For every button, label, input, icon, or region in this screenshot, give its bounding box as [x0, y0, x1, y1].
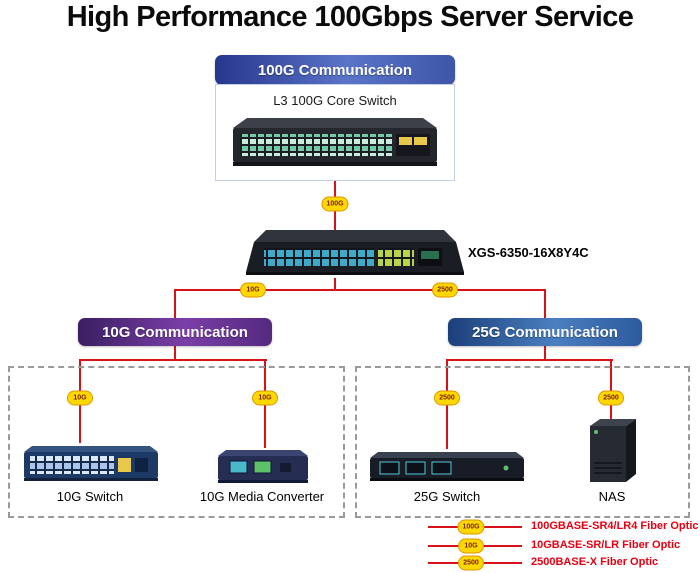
model-label: XGS-6350-16X8Y4C — [468, 245, 589, 260]
banner-25g-communication: 25G Communication — [448, 318, 642, 346]
speed-badge-25g-switch: 2500 — [434, 390, 460, 406]
label-25g-switch: 25G Switch — [413, 489, 481, 504]
25g-switch-image — [370, 452, 524, 481]
nas-image — [590, 419, 636, 482]
legend-label-100g: 100GBASE-SR4/LR4 Fiber Optic — [531, 520, 699, 532]
connection-line-to-25g-banner — [544, 289, 546, 318]
speed-badge-100g: 100G — [321, 196, 349, 212]
core-switch-label: L3 100G Core Switch — [273, 93, 397, 108]
connection-line-10g-horizontal — [79, 359, 267, 361]
connection-line-mid-horizontal — [174, 289, 546, 291]
banner-10g-communication: 10G Communication — [78, 318, 272, 346]
label-nas: NAS — [598, 489, 626, 504]
core-switch-image — [233, 118, 437, 166]
label-10g-media-converter: 10G Media Converter — [199, 489, 325, 504]
legend-badge-10g: 10G — [458, 538, 484, 554]
connection-line-to-nas — [610, 359, 612, 420]
connection-line-to-10g-banner — [174, 289, 176, 318]
legend-label-10g: 10GBASE-SR/LR Fiber Optic — [531, 539, 681, 551]
speed-badge-25g-nas: 2500 — [598, 390, 624, 406]
10g-media-converter-image — [218, 450, 308, 483]
connection-line-mid-stub — [334, 278, 336, 291]
banner-100g-communication: 100G Communication — [215, 55, 455, 85]
page-title: High Performance 100Gbps Server Service — [66, 1, 634, 33]
connection-line-25g-drop — [544, 346, 546, 361]
xgs-6350-switch-image — [246, 230, 464, 275]
10g-switch-image — [24, 446, 158, 481]
label-10g-switch: 10G Switch — [56, 489, 124, 504]
legend-label-2500: 2500BASE-X Fiber Optic — [531, 556, 659, 568]
legend-badge-100g: 100G — [457, 519, 485, 535]
speed-badge-10g-trunk: 10G — [240, 282, 266, 298]
speed-badge-25g-trunk: 2500 — [432, 282, 458, 298]
zone-10g-devices — [8, 366, 345, 518]
zone-25g-devices — [355, 366, 690, 518]
speed-badge-10g-converter: 10G — [252, 390, 278, 406]
connection-line-25g-horizontal — [446, 359, 613, 361]
legend-badge-2500: 2500 — [458, 555, 484, 571]
speed-badge-10g-switch: 10G — [67, 390, 93, 406]
connection-line-10g-drop — [174, 346, 176, 361]
